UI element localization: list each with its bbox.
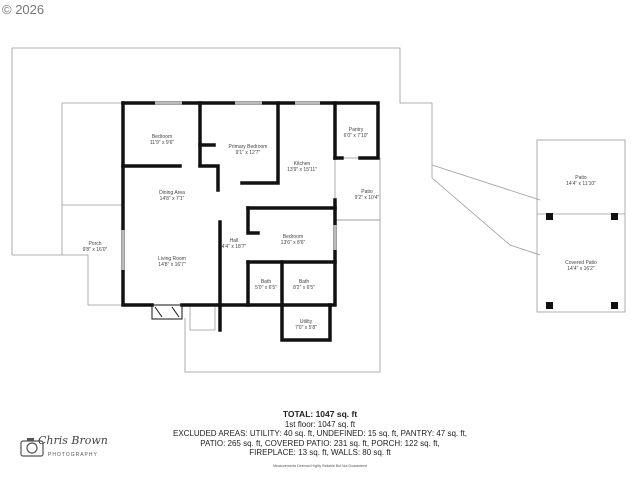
photographer-logo: Chris Brown PHOTOGRAPHY bbox=[18, 432, 128, 466]
lot-outline bbox=[11, 47, 541, 255]
total-area: TOTAL: 1047 sq. ft bbox=[282, 409, 358, 419]
logo-script: Chris Brown bbox=[38, 434, 108, 447]
area-summary: TOTAL: 1047 sq. ft 1st floor: 1047 sq. f… bbox=[172, 409, 468, 471]
patio-path bbox=[431, 165, 541, 256]
excluded-areas-line-2: PATIO: 265 sq. ft, COVERED PATIO: 231 sq… bbox=[200, 438, 440, 448]
windows bbox=[121, 101, 337, 270]
disclaimer: Measurements Deemed Highly Reliable But … bbox=[273, 463, 367, 468]
patio-right-outline bbox=[536, 139, 626, 313]
columns bbox=[546, 213, 618, 309]
patio-small-outline bbox=[334, 157, 381, 221]
porch-outline bbox=[12, 204, 123, 256]
camera-icon bbox=[20, 438, 44, 457]
floor-area: 1st floor: 1047 sq. ft bbox=[284, 419, 356, 429]
excluded-areas-line-1: EXCLUDED AREAS: UTILITY: 40 sq. ft, UNDE… bbox=[172, 429, 468, 438]
excluded-areas-line-3: FIREPLACE: 13 sq. ft, WALLS: 80 sq. ft bbox=[249, 448, 391, 457]
fireplace bbox=[151, 304, 183, 320]
walls bbox=[121, 101, 380, 342]
exterior-outlines bbox=[11, 47, 626, 373]
copyright: © 2026 bbox=[2, 2, 45, 17]
porch-outline-lower bbox=[62, 254, 123, 306]
logo-sub: PHOTOGRAPHY bbox=[48, 452, 98, 458]
